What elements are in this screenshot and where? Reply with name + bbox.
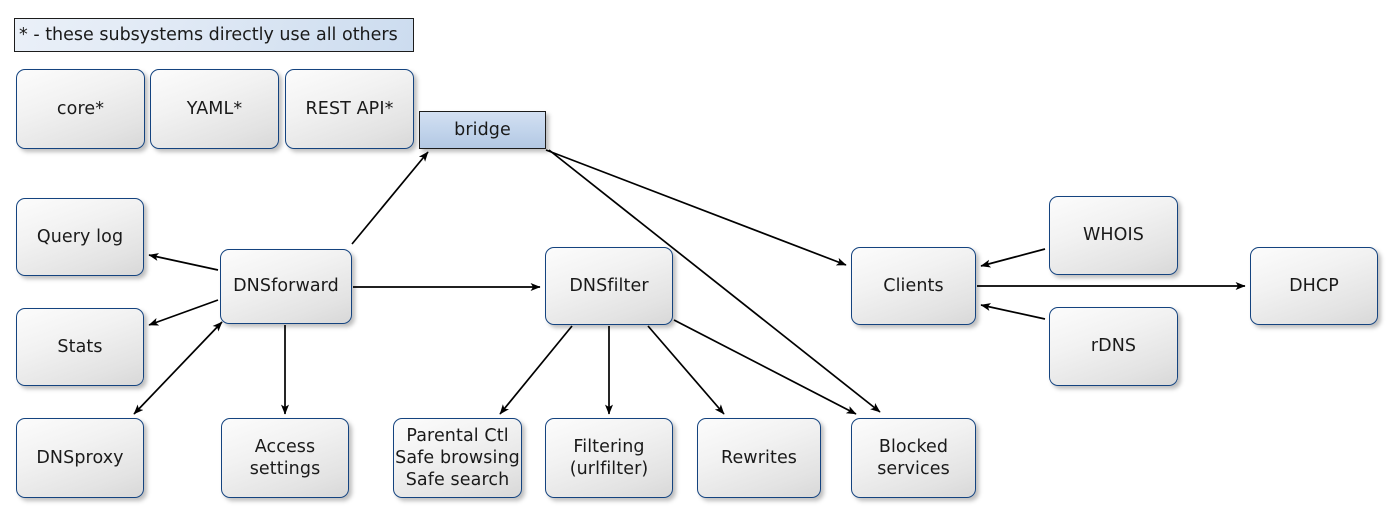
node-label-dnsforward: DNSforward <box>233 276 339 297</box>
node-rdns[interactable]: rDNS <box>1049 307 1178 386</box>
node-whois[interactable]: WHOIS <box>1049 196 1178 275</box>
node-label-filtering: Filtering (urlfilter) <box>569 436 649 479</box>
legend-text: * - these subsystems directly use all ot… <box>19 25 398 45</box>
node-filtering[interactable]: Filtering (urlfilter) <box>545 418 673 498</box>
node-rewrites[interactable]: Rewrites <box>697 418 821 498</box>
edge-rdns-clients <box>980 303 1046 320</box>
node-blocked[interactable]: Blocked services <box>851 418 976 498</box>
edge-whois-clients <box>980 248 1046 268</box>
edge-dnsfilter-blocked <box>673 319 857 415</box>
node-restapi[interactable]: REST API* <box>285 69 414 149</box>
node-core[interactable]: core* <box>16 69 145 149</box>
node-access[interactable]: Access settings <box>221 418 349 498</box>
edge-dnsforward-dnsproxy <box>133 321 223 415</box>
edge-dnsfilter-rewrites <box>647 325 725 415</box>
node-label-yaml: YAML* <box>186 98 243 119</box>
node-label-querylog: Query log <box>36 226 124 247</box>
node-label-whois: WHOIS <box>1082 225 1144 246</box>
node-clients[interactable]: Clients <box>851 247 976 325</box>
node-label-clients: Clients <box>883 275 944 296</box>
node-label-core: core* <box>56 98 105 119</box>
edge-dnsforward-stats <box>148 299 219 326</box>
node-bridge[interactable]: bridge <box>419 111 546 149</box>
node-stats[interactable]: Stats <box>16 308 144 386</box>
node-label-restapi: REST API* <box>305 98 394 119</box>
node-dnsforward[interactable]: DNSforward <box>220 249 352 324</box>
node-label-rewrites: Rewrites <box>720 447 798 468</box>
node-dnsproxy[interactable]: DNSproxy <box>16 418 144 498</box>
node-label-access: Access settings <box>249 436 321 479</box>
node-label-blocked: Blocked services <box>877 436 950 479</box>
node-label-bridge: bridge <box>454 119 511 140</box>
node-label-dnsproxy: DNSproxy <box>36 447 124 468</box>
edge-dnsfilter-parental <box>499 325 573 415</box>
edge-dnsforward-querylog <box>148 253 219 271</box>
node-parental[interactable]: Parental Ctl Safe browsing Safe search <box>393 418 522 498</box>
legend-note: * - these subsystems directly use all ot… <box>14 18 414 52</box>
node-label-rdns: rDNS <box>1090 336 1137 357</box>
node-label-stats: Stats <box>57 336 103 357</box>
node-dnsfilter[interactable]: DNSfilter <box>545 247 673 325</box>
node-yaml[interactable]: YAML* <box>150 69 279 149</box>
node-querylog[interactable]: Query log <box>16 198 144 276</box>
node-label-dnsfilter: DNSfilter <box>569 275 649 296</box>
edge-dnsforward-bridge <box>351 151 429 245</box>
node-label-dhcp: DHCP <box>1289 275 1339 296</box>
node-label-parental: Parental Ctl Safe browsing Safe search <box>395 425 520 491</box>
node-dhcp[interactable]: DHCP <box>1250 247 1378 325</box>
